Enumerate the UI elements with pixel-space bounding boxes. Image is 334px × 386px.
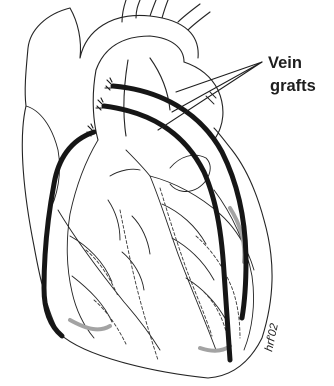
- label-leaders: [158, 62, 262, 130]
- vein-label-line-1: Vein: [268, 54, 302, 72]
- left-main-coronary: [110, 150, 150, 176]
- small-cardiac-vein: [196, 236, 240, 338]
- left-carotid-artery: [150, 0, 168, 18]
- leader-line-3: [158, 62, 262, 130]
- right-coronary-artery: [67, 140, 98, 338]
- septal-branches: [108, 200, 150, 290]
- great-cardiac-vein: [160, 188, 212, 336]
- brachiocephalic-artery: [122, 0, 140, 22]
- leader-line-1: [176, 62, 262, 92]
- right-ventricle-border: [58, 210, 160, 350]
- vein-graft-2: [104, 106, 230, 360]
- posterior-vessel-left: [70, 320, 110, 329]
- left-anterior-descending-artery: [150, 176, 216, 350]
- vein-label-line-2: grafts: [270, 77, 316, 95]
- graft-tick-mark: [206, 92, 216, 104]
- leader-line-2: [172, 62, 262, 112]
- superior-vena-cava: [25, 8, 80, 106]
- diagonal-branch-1: [162, 204, 214, 280]
- aortic-arch: [80, 15, 198, 70]
- right-atrium: [26, 106, 60, 214]
